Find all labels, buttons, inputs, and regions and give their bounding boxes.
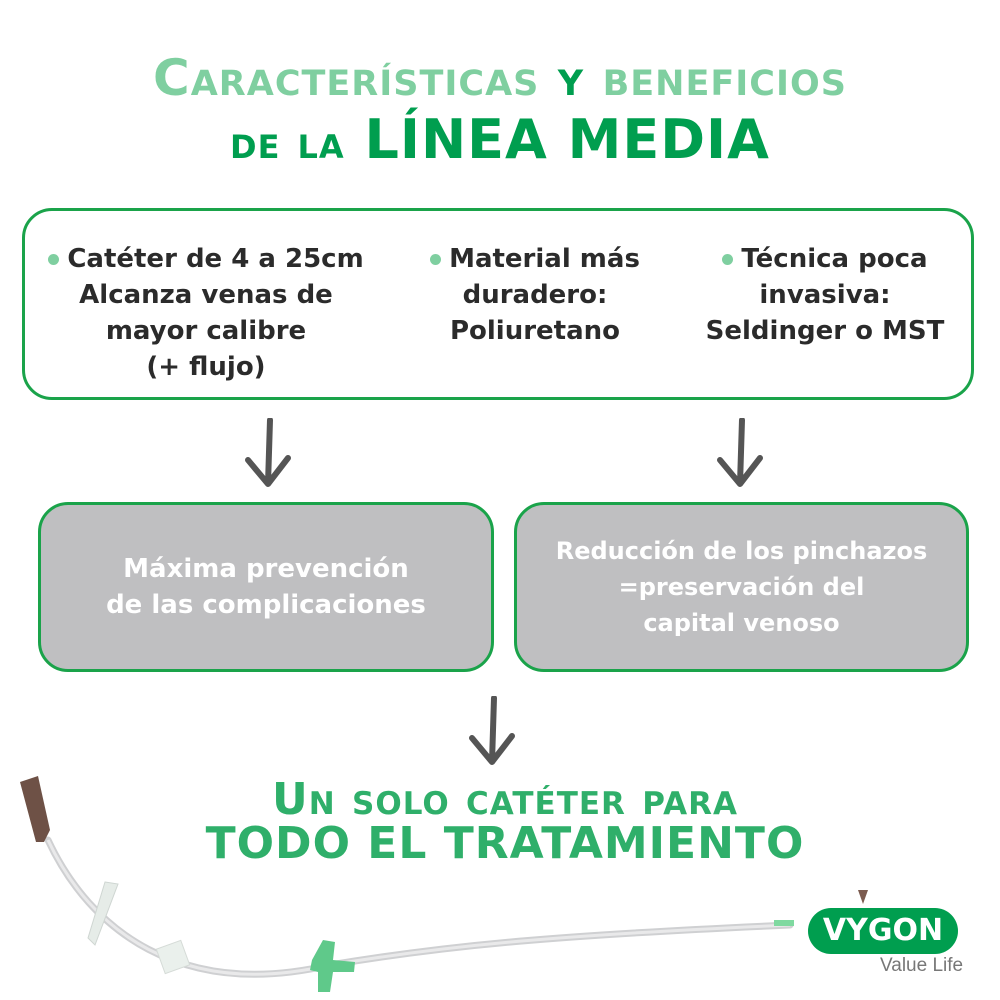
- vygon-logo: VYGON: [808, 908, 958, 954]
- conclusion-line-1: Un solo catéter para: [272, 774, 738, 825]
- feature-text: duradero:: [462, 280, 608, 310]
- feature-text: Técnica poca: [741, 244, 928, 274]
- benefit-text: de las complicaciones: [106, 590, 426, 620]
- feature-technique: Técnica poca invasiva: Seldinger o MST: [690, 241, 960, 349]
- title-linea-media: LÍNEA MEDIA: [364, 108, 770, 171]
- conclusion-line-2: TODO EL TRATAMIENTO: [205, 818, 805, 869]
- title-word-y: y: [557, 49, 585, 107]
- title-word-de-la: de la: [230, 115, 345, 169]
- benefit-prevention: Máxima prevención de las complicaciones: [38, 502, 494, 672]
- feature-material: Material más duradero: Poliuretano: [410, 241, 660, 349]
- feature-text: Alcanza venas de: [79, 280, 333, 310]
- feature-text: mayor calibre: [105, 316, 307, 346]
- bullet-icon: [48, 254, 60, 265]
- bullet-icon: [722, 254, 734, 265]
- logo-tagline: Value Life: [880, 955, 964, 976]
- logo-triangle-icon: [858, 890, 868, 904]
- feature-text: invasiva:: [759, 280, 891, 310]
- arrow-down-icon: [245, 418, 291, 487]
- arrow-down-icon: [717, 418, 763, 487]
- title-line-1: Características y beneficios: [0, 48, 1000, 108]
- features-box: Catéter de 4 a 25cm Alcanza venas de may…: [22, 208, 974, 400]
- feature-text: Material más: [449, 244, 640, 274]
- title-word-beneficios: beneficios: [602, 49, 847, 107]
- benefit-text: Reducción de los pinchazos: [555, 537, 928, 565]
- benefit-text: Máxima prevención: [123, 554, 409, 584]
- feature-length: Catéter de 4 a 25cm Alcanza venas de may…: [31, 241, 381, 385]
- feature-text: Poliuretano: [449, 316, 621, 346]
- feature-text: (+ flujo): [146, 352, 266, 382]
- benefit-text: =preservación del: [618, 573, 865, 601]
- conclusion: Un solo catéter para TODO EL TRATAMIENTO: [0, 778, 1000, 866]
- feature-text: Catéter de 4 a 25cm: [67, 244, 364, 274]
- benefit-fewer-punctures: Reducción de los pinchazos =preservación…: [514, 502, 969, 672]
- title-line-2: de la LÍNEA MEDIA: [0, 108, 1000, 174]
- logo-brand: VYGON: [822, 913, 944, 948]
- title-word-caracteristicas: Características: [153, 49, 540, 107]
- bullet-icon: [430, 254, 442, 265]
- benefit-text: capital venoso: [643, 609, 840, 637]
- feature-text: Seldinger o MST: [705, 316, 945, 346]
- catheter-image: [20, 776, 794, 992]
- arrow-down-icon: [469, 696, 515, 765]
